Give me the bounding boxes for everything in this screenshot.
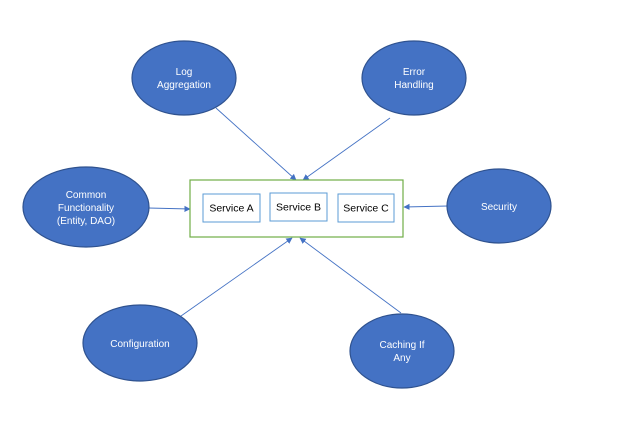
service-b-box <box>269 192 328 222</box>
node-caching-ellipse <box>349 313 455 389</box>
service-c-box <box>337 193 395 223</box>
node-configuration-label: Configuration <box>110 339 169 350</box>
node-caching-line-2: Any <box>393 353 410 364</box>
node-caching-line-1: Caching If <box>379 340 424 351</box>
node-log-aggregation-line-2: Aggregation <box>157 80 211 91</box>
service-a-box <box>202 193 261 223</box>
node-common-functionality-ellipse <box>22 166 150 248</box>
connector-log-aggregation <box>215 107 297 181</box>
node-common-functionality-line-3: (Entity, DAO) <box>57 216 115 227</box>
service-a-label: Service A <box>209 202 253 214</box>
node-error-handling-line-1: Error <box>403 67 426 78</box>
connector-caching <box>299 237 402 314</box>
node-configuration: Configuration <box>82 304 198 382</box>
node-configuration-line-1: Configuration <box>110 339 169 350</box>
node-log-aggregation-ellipse <box>131 40 237 116</box>
node-error-handling-line-2: Handling <box>394 80 433 91</box>
node-caching: Caching If Any <box>349 313 455 389</box>
node-security-line-1: Security <box>481 202 517 213</box>
node-security-label: Security <box>481 202 517 213</box>
service-a: Service A <box>202 193 261 223</box>
services-container: Service A Service B Service C <box>189 179 404 238</box>
node-configuration-ellipse <box>82 304 198 382</box>
service-b: Service B <box>269 192 328 222</box>
service-b-label: Service B <box>276 201 321 213</box>
service-c-label: Service C <box>343 202 389 214</box>
node-common-functionality-line-1: Common <box>66 190 107 201</box>
node-common-functionality-line-2: Functionality <box>58 203 114 214</box>
service-c: Service C <box>337 193 395 223</box>
connector-configuration <box>180 237 293 317</box>
node-caching-label: Caching If Any <box>379 340 424 364</box>
connector-common-functionality <box>147 205 191 213</box>
connector-security <box>403 203 449 211</box>
node-error-handling-ellipse <box>361 40 467 116</box>
connector-error-handling <box>302 117 391 181</box>
node-security-ellipse <box>446 168 552 244</box>
node-security: Security <box>446 168 552 244</box>
node-log-aggregation-line-1: Log <box>176 67 193 78</box>
